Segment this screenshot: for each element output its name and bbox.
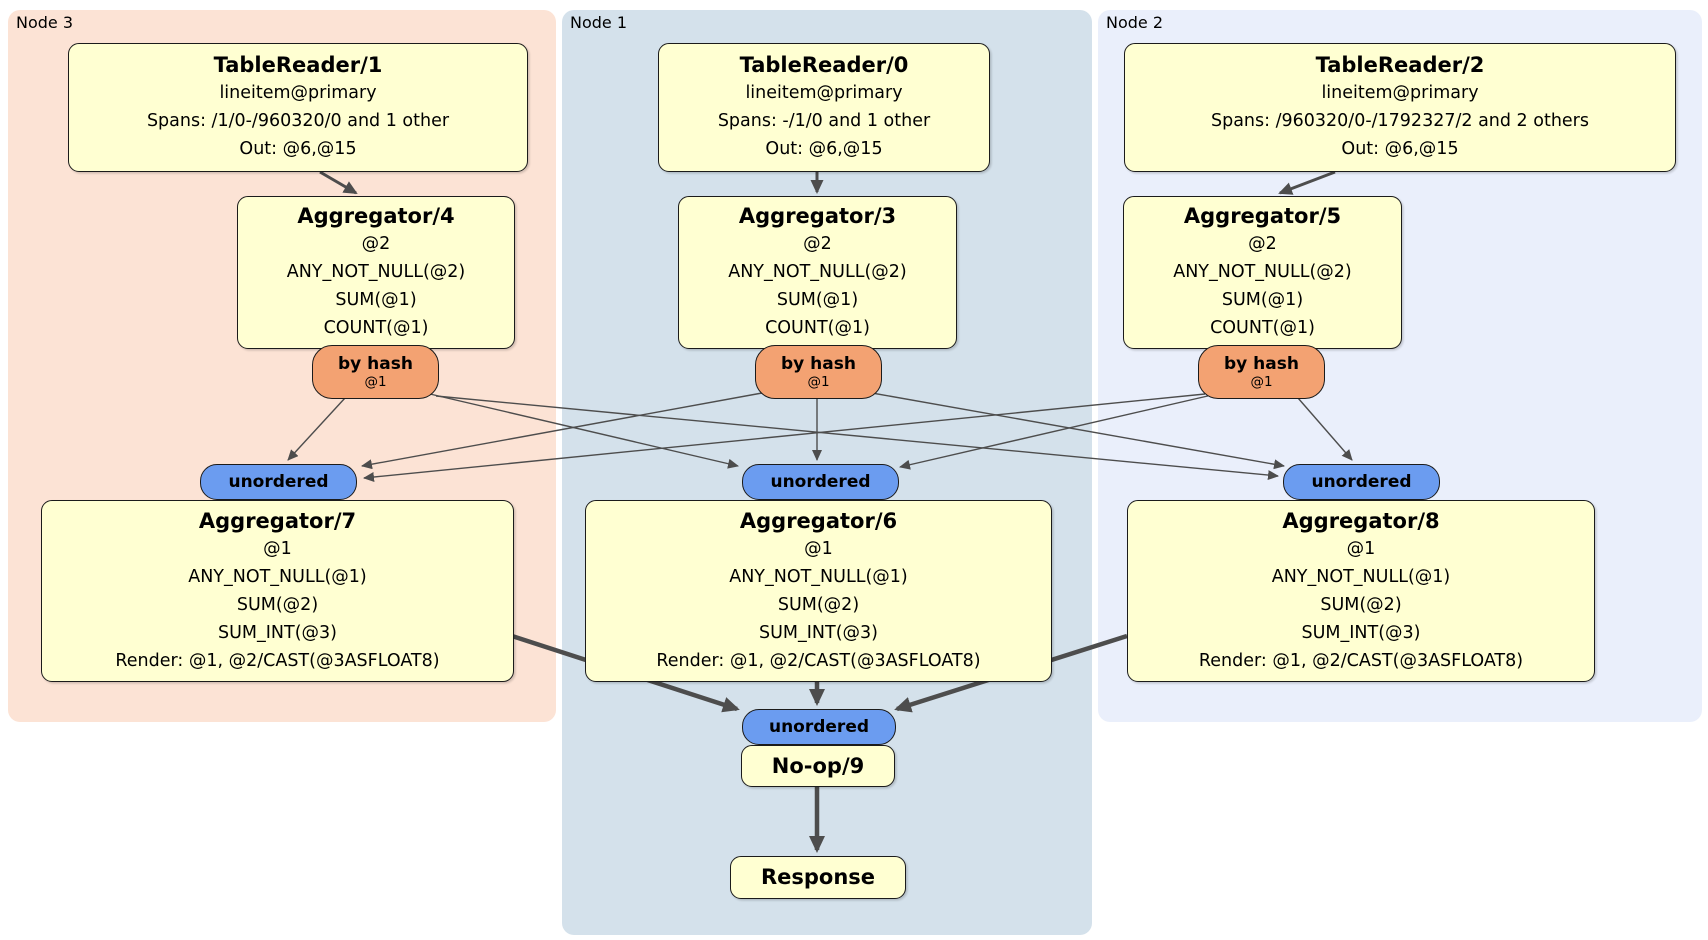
stream-label: unordered	[1311, 472, 1412, 492]
processor-detail-line: SUM(@2)	[777, 594, 860, 615]
processor-title: TableReader/1	[213, 53, 383, 77]
router-label: by hash	[1224, 353, 1299, 374]
processor-detail-line: Render: @1, @2/CAST(@3ASFLOAT8)	[115, 650, 440, 671]
processor-tablereader-0: TableReader/0 lineitem@primary Spans: -/…	[658, 43, 990, 172]
processor-detail-line: SUM_INT(@3)	[1301, 622, 1421, 643]
processor-detail-line: Out: @6,@15	[765, 139, 883, 159]
processor-detail-line: @1	[263, 538, 292, 559]
edge-byhash5-unordered7	[363, 393, 1206, 482]
processor-detail-line: Spans: -/1/0 and 1 other	[717, 111, 931, 131]
processor-detail-line: lineitem@primary	[219, 83, 377, 103]
edge-byhash4-unordered8	[435, 395, 1279, 481]
region-label-node2: Node 2	[1106, 13, 1164, 32]
processor-aggregator-4: Aggregator/4 @2 ANY_NOT_NULL(@2) SUM(@1)…	[237, 196, 515, 349]
processor-detail-line: ANY_NOT_NULL(@2)	[728, 262, 907, 282]
processor-detail-line: SUM(@2)	[1320, 594, 1402, 615]
processor-detail-line: SUM_INT(@3)	[759, 622, 878, 643]
edge-byhash3-unordered8	[871, 392, 1285, 470]
processor-detail-line: COUNT(@1)	[765, 318, 870, 338]
edge-tablereader2-aggregator5	[1278, 170, 1336, 195]
processor-title: TableReader/0	[739, 53, 909, 77]
processor-title: Aggregator/3	[738, 204, 897, 228]
processor-title: Aggregator/6	[739, 508, 898, 533]
edge-byhash4-unordered7	[287, 397, 346, 461]
processor-title: TableReader/2	[1315, 53, 1485, 77]
processor-noop-9: No-op/9	[741, 745, 895, 787]
processor-detail-line: Out: @6,@15	[1341, 139, 1459, 159]
processor-aggregator-7: Aggregator/7 @1 ANY_NOT_NULL(@1) SUM(@2)…	[41, 500, 514, 682]
router-detail: @1	[807, 373, 830, 390]
processor-detail-line: @1	[804, 538, 833, 559]
stream-unordered-7: unordered	[200, 464, 357, 500]
processor-detail-line: COUNT(@1)	[323, 318, 429, 338]
processor-detail-line: lineitem@primary	[1321, 83, 1479, 103]
processor-title: Aggregator/7	[198, 508, 357, 533]
processor-detail-line: ANY_NOT_NULL(@1)	[729, 566, 908, 587]
processor-detail-line: Render: @1, @2/CAST(@3ASFLOAT8)	[656, 650, 981, 671]
edge-byhash3-unordered7	[361, 392, 763, 470]
processor-detail-line: ANY_NOT_NULL(@2)	[286, 262, 466, 282]
stream-label: unordered	[228, 472, 329, 492]
edge-byhash5-unordered8	[1297, 397, 1353, 461]
processor-detail-line: Out: @6,@15	[239, 139, 357, 159]
router-by-hash-4: by hash @1	[312, 345, 439, 399]
processor-title: Aggregator/4	[297, 204, 455, 228]
region-label-node3: Node 3	[16, 13, 74, 32]
processor-detail-line: COUNT(@1)	[1210, 318, 1315, 338]
processor-title: Aggregator/5	[1183, 204, 1342, 228]
processor-detail-line: Spans: /1/0-/960320/0 and 1 other	[146, 111, 450, 131]
router-label: by hash	[338, 353, 413, 374]
stream-unordered-6: unordered	[742, 464, 899, 500]
processor-detail-line: @2	[361, 234, 391, 254]
edge-byhash5-unordered6	[899, 394, 1213, 470]
processor-title: No-op/9	[771, 753, 865, 778]
processor-detail-line: SUM(@1)	[335, 290, 417, 310]
processor-detail-line: SUM_INT(@3)	[218, 622, 337, 643]
router-detail: @1	[1250, 373, 1273, 390]
router-detail: @1	[364, 373, 387, 390]
processor-aggregator-3: Aggregator/3 @2 ANY_NOT_NULL(@2) SUM(@1)…	[678, 196, 957, 349]
processor-detail-line: SUM(@2)	[236, 594, 319, 615]
processor-detail-line: ANY_NOT_NULL(@2)	[1173, 262, 1352, 282]
processor-detail-line: @2	[1248, 234, 1277, 254]
processor-title: Response	[760, 865, 876, 889]
processor-detail-line: Render: @1, @2/CAST(@3ASFLOAT8)	[1198, 650, 1524, 671]
processor-title: Aggregator/8	[1282, 508, 1440, 533]
processor-detail-line: SUM(@1)	[776, 290, 859, 310]
processor-aggregator-6: Aggregator/6 @1 ANY_NOT_NULL(@1) SUM(@2)…	[585, 500, 1052, 682]
stream-label: unordered	[770, 472, 871, 492]
processor-detail-line: lineitem@primary	[745, 83, 903, 103]
processor-detail-line: @2	[803, 234, 832, 254]
processor-detail-line: SUM(@1)	[1221, 290, 1304, 310]
router-by-hash-3: by hash @1	[755, 345, 882, 399]
router-label: by hash	[781, 353, 856, 374]
processor-detail-line: ANY_NOT_NULL(@1)	[1271, 566, 1451, 587]
processor-tablereader-1: TableReader/1 lineitem@primary Spans: /1…	[68, 43, 528, 172]
processor-aggregator-8: Aggregator/8 @1 ANY_NOT_NULL(@1) SUM(@2)…	[1127, 500, 1595, 682]
processor-aggregator-5: Aggregator/5 @2 ANY_NOT_NULL(@2) SUM(@1)…	[1123, 196, 1402, 349]
processor-tablereader-2: TableReader/2 lineitem@primary Spans: /9…	[1124, 43, 1676, 172]
processor-detail-line: Spans: /960320/0-/1792327/2 and 2 others	[1210, 111, 1589, 131]
processor-detail-line: @1	[1346, 538, 1376, 559]
router-by-hash-5: by hash @1	[1198, 345, 1325, 399]
edge-byhash4-unordered6	[429, 393, 739, 469]
stream-unordered-8: unordered	[1283, 464, 1440, 500]
stream-label: unordered	[768, 717, 870, 737]
processor-detail-line: ANY_NOT_NULL(@1)	[188, 566, 367, 587]
processor-response: Response	[730, 856, 906, 899]
region-label-node1: Node 1	[570, 13, 628, 32]
edge-tablereader1-aggregator4	[319, 170, 358, 195]
stream-unordered-9: unordered	[742, 709, 896, 745]
